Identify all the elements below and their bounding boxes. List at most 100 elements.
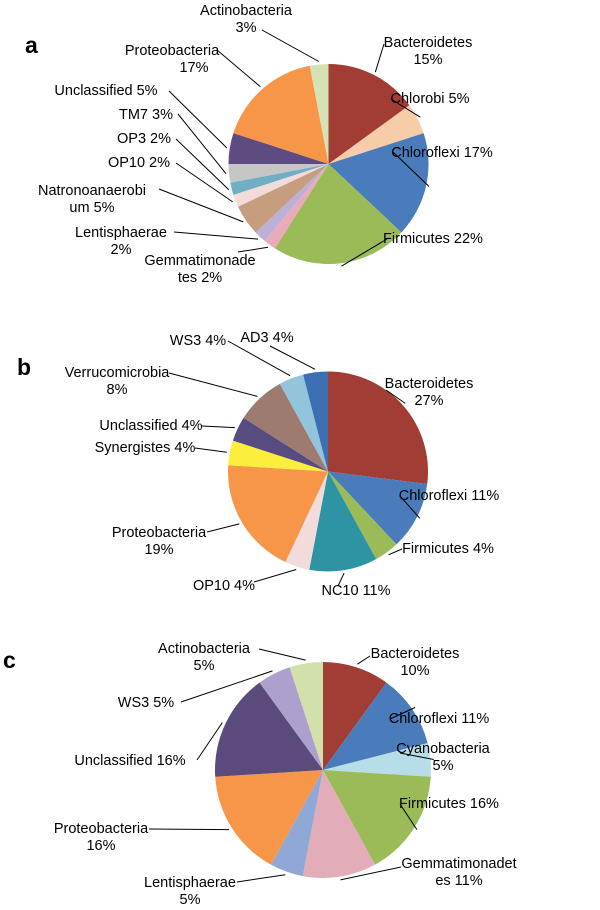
slice-label-chloroflexi: Chloroflexi 11% — [399, 488, 500, 504]
slice-label-firmicutes: Firmicutes 22% — [383, 231, 483, 247]
leader-line-cyanobacteria — [399, 752, 434, 760]
pie-slice-proteobacteria — [215, 770, 323, 865]
pie-slice-chloroflexi — [323, 682, 428, 770]
slice-label-tm7: TM7 3% — [119, 107, 173, 123]
leader-line-proteobacteria — [148, 828, 230, 831]
leader-line-tm7 — [177, 113, 227, 175]
pie-slice-tm7 — [228, 164, 329, 183]
pie-slice-op3 — [230, 164, 329, 195]
leader-line-bacteroidetes — [357, 655, 371, 665]
panel-letter-b: b — [17, 354, 31, 380]
leader-line-ad3 — [269, 345, 316, 370]
slice-label-op10: OP10 2% — [108, 155, 170, 171]
pie-slice-cyanobacteria — [323, 743, 432, 777]
pie-slice-ws3 — [279, 374, 328, 472]
slice-label-unclassified: Unclassified 16% — [74, 753, 185, 769]
slice-label-ad3: AD3 4% — [240, 330, 293, 346]
slice-label-nc10: NC10 11% — [321, 583, 390, 599]
slice-label-synergistes: Synergistes 4% — [95, 440, 196, 456]
slice-label-chloroflexi: Chloroflexi 17% — [391, 145, 493, 161]
leader-line-ws3 — [180, 670, 273, 703]
pie-slice-gemmatimonadetes — [302, 770, 376, 879]
leader-line-gemmatimonadetes — [237, 246, 269, 253]
pie-slice-firmicutes — [274, 164, 402, 264]
leader-line-unclassified — [196, 722, 223, 761]
pie-slice-chloroflexi — [328, 471, 428, 545]
pie-slice-firmicutes — [328, 471, 397, 560]
leader-line-bacteroidetes — [385, 389, 406, 404]
pie-slice-unclassified — [228, 133, 329, 164]
panel-letter-c: c — [3, 647, 16, 673]
leader-line-proteobacteria — [216, 49, 261, 88]
leader-line-bacteroidetes — [374, 43, 385, 73]
pie-slice-ad3 — [303, 371, 328, 472]
slice-label-firmicutes: Firmicutes 4% — [402, 541, 494, 557]
pie-slice-firmicutes — [323, 770, 431, 865]
slice-label-unclassified: Unclassified 4% — [99, 418, 202, 434]
leader-line-firmicutes — [399, 803, 418, 830]
leader-line-synergistes — [194, 447, 227, 453]
pie-slice-actinobacteria — [309, 64, 329, 164]
pie-slice-actinobacteria — [289, 662, 323, 770]
pie-slice-bacteroidetes — [328, 371, 428, 485]
pie-slice-proteobacteria — [228, 465, 328, 562]
leader-line-chloroflexi — [399, 495, 421, 519]
leader-line-op3 — [175, 138, 230, 190]
leader-line-nc10 — [337, 572, 345, 587]
leader-line-firmicutes — [341, 238, 388, 267]
leader-line-unclassified — [168, 90, 228, 149]
pie-slice-bacteroidetes — [323, 662, 387, 770]
leader-line-actinobacteria — [258, 648, 306, 661]
pie-slice-natronoanaerobium — [238, 164, 329, 233]
pie-slice-unclassified — [232, 417, 328, 472]
panel-letter-a: a — [25, 32, 38, 58]
leader-line-lentisphaerae — [173, 231, 259, 240]
pie-slice-nc10 — [309, 471, 377, 572]
leader-line-lentisphaerae — [236, 874, 286, 883]
leader-line-op10 — [175, 162, 233, 203]
pie-slice-synergistes — [228, 440, 328, 472]
pie-slice-chloroflexi — [328, 133, 429, 233]
pie-slice-unclassified — [214, 682, 323, 777]
leader-line-natronoanaerobium — [158, 188, 244, 223]
leader-line-unclassified — [201, 425, 235, 429]
leader-line-proteobacteria — [206, 523, 240, 533]
leader-line-firmicutes — [388, 548, 403, 556]
slice-label-ws3: WS3 4% — [170, 333, 227, 349]
pie-slice-verrucomicrobia — [243, 383, 328, 472]
slice-label-chlorobi: Chlorobi 5% — [391, 91, 470, 107]
pie-slice-lentisphaerae — [270, 770, 323, 877]
slice-label-chloroflexi: Chloroflexi 11% — [389, 711, 490, 727]
pie-slice-gemmatimonadetes — [264, 164, 329, 249]
leader-line-actinobacteria — [261, 29, 320, 62]
slice-label-op10: OP10 4% — [193, 578, 255, 594]
pie-slice-lentisphaerae — [255, 164, 329, 242]
leader-line-chlorobi — [390, 98, 421, 118]
pie-slice-proteobacteria — [233, 65, 329, 164]
pie-slice-op10 — [233, 164, 329, 207]
slice-label-firmicutes: Firmicutes 16% — [399, 796, 499, 812]
pie-slice-op10 — [285, 471, 328, 570]
pie-slice-bacteroidetes — [328, 64, 410, 164]
leader-line-gemmatimonadetes — [340, 866, 402, 881]
slice-label-op3: OP3 2% — [117, 131, 171, 147]
leader-line-chloroflexi — [389, 707, 416, 720]
